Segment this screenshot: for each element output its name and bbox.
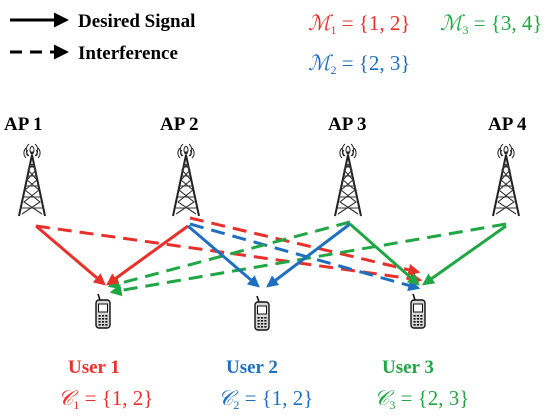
user3-set: 𝒞3 = {2, 3} xyxy=(374,386,469,412)
set-m3: ℳ3 = {3, 4} xyxy=(440,11,542,37)
ap4-label: AP 4 xyxy=(488,114,527,135)
ap3-tower-icon xyxy=(334,143,362,217)
user2-label: User 2 xyxy=(226,357,278,378)
legend-desired-label: Desired Signal xyxy=(78,11,195,32)
ap2-tower-icon xyxy=(172,143,200,217)
legend: Desired Signal Interference xyxy=(10,11,195,64)
link-ap3-user3-desired xyxy=(349,222,420,286)
link-ap2-user1-desired xyxy=(106,224,189,286)
user3-phone-icon xyxy=(410,293,426,329)
link-ap1-user1-desired xyxy=(35,224,106,286)
user2-phone-icon xyxy=(254,295,270,331)
link-ap2-user3-interference xyxy=(189,216,421,276)
user3-label: User 3 xyxy=(382,357,434,378)
link-ap2-user3-interference-blue xyxy=(189,222,421,292)
link-ap2-user2-desired xyxy=(187,224,260,288)
ap1-label: AP 1 xyxy=(4,114,43,135)
legend-interference-label: Interference xyxy=(78,43,178,64)
interference-links xyxy=(35,216,507,297)
link-ap4-user1-interference xyxy=(109,222,507,297)
user1-set: 𝒞1 = {1, 2} xyxy=(58,386,153,412)
ap3-label: AP 3 xyxy=(328,114,367,135)
ap1-tower-icon xyxy=(18,143,46,217)
user1-phone-icon xyxy=(95,293,111,329)
user1-label: User 1 xyxy=(68,357,120,378)
set-m2: ℳ2 = {2, 3} xyxy=(308,51,410,77)
user2-set: 𝒞2 = {1, 2} xyxy=(218,386,313,412)
link-ap3-user1-interference xyxy=(107,220,351,290)
link-ap4-user3-desired xyxy=(422,224,507,286)
set-m1: ℳ1 = {1, 2} xyxy=(308,11,410,37)
desired-links xyxy=(35,222,507,288)
ap4-tower-icon xyxy=(492,143,520,217)
ap2-label: AP 2 xyxy=(160,114,199,135)
link-ap3-user2-desired xyxy=(266,222,351,288)
